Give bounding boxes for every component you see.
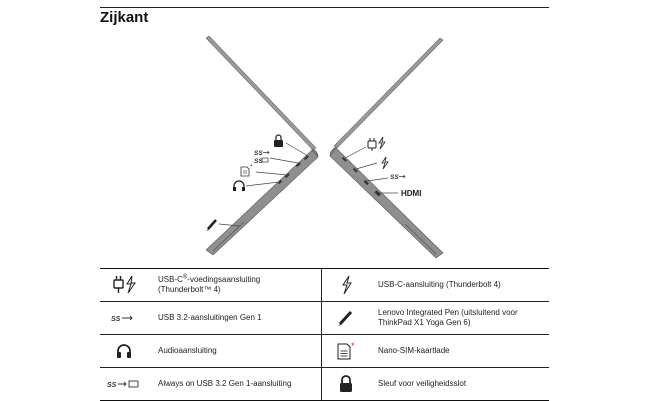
- hdmi-label: HDMI: [401, 189, 421, 198]
- legend-text-security-slot: Sleuf voor veiligheidsslot: [370, 367, 549, 401]
- left-laptop: [205, 35, 319, 256]
- usb-always-on-icon: SS SS: [254, 150, 270, 165]
- sim-tray-icon: *: [240, 164, 253, 177]
- headphone-icon: [233, 180, 245, 191]
- usb-ss-icon: SS: [100, 301, 148, 335]
- pen-icon: [321, 301, 370, 335]
- lock-icon: [321, 367, 370, 401]
- usb-c-power-icon: [367, 136, 386, 151]
- side-view-illustration: SS SS *: [205, 35, 444, 259]
- table-row: Audioaansluiting * Nano-SIM-kaartlade: [100, 334, 549, 368]
- sim-tray-icon: *: [321, 334, 370, 368]
- svg-text:SS: SS: [107, 382, 117, 389]
- legend-text-nano-sim: Nano-SIM-kaartlade: [370, 334, 549, 368]
- svg-text:SS: SS: [254, 150, 263, 157]
- pen-icon: [206, 219, 217, 231]
- table-row: SS Always on USB 3.2 Gen 1-aansluiting S…: [100, 367, 549, 401]
- right-laptop: [329, 37, 444, 259]
- port-legend-table: USB-C®-voedingsaansluiting(Thunderbolt™ …: [100, 268, 549, 401]
- legend-text-usb-c-power: USB-C®-voedingsaansluiting(Thunderbolt™ …: [148, 268, 313, 302]
- legend-text-usb-3-2: USB 3.2-aansluitingen Gen 1: [148, 301, 313, 335]
- legend-text-usb-c-thunderbolt: USB-C-aansluiting (Thunderbolt 4): [370, 268, 549, 302]
- right-leader-lines: [344, 146, 398, 194]
- table-row: SS USB 3.2-aansluitingen Gen 1 Lenovo In…: [100, 301, 549, 335]
- svg-text:SS: SS: [111, 316, 121, 323]
- legend-text-audio: Audioaansluiting: [148, 334, 313, 368]
- headphone-icon: [100, 334, 148, 368]
- svg-text:*: *: [250, 164, 253, 171]
- usb-c-power-thunderbolt-icon: [100, 268, 148, 302]
- svg-text:*: *: [351, 341, 355, 351]
- left-leader-lines: [218, 142, 309, 227]
- page-title: Zijkant: [100, 9, 149, 26]
- table-row: USB-C®-voedingsaansluiting(Thunderbolt™ …: [100, 268, 549, 302]
- title-rule: [100, 7, 549, 8]
- svg-text:SS: SS: [390, 174, 399, 181]
- thunderbolt-icon: [321, 268, 370, 302]
- thunderbolt-icon: [381, 156, 389, 170]
- lock-icon: [274, 134, 283, 147]
- usb-ss-icon: SS: [390, 174, 406, 181]
- legend-text-always-on-usb: Always on USB 3.2 Gen 1-aansluiting: [148, 367, 313, 401]
- usb-always-on-icon: SS: [100, 367, 148, 401]
- svg-text:SS: SS: [254, 158, 263, 165]
